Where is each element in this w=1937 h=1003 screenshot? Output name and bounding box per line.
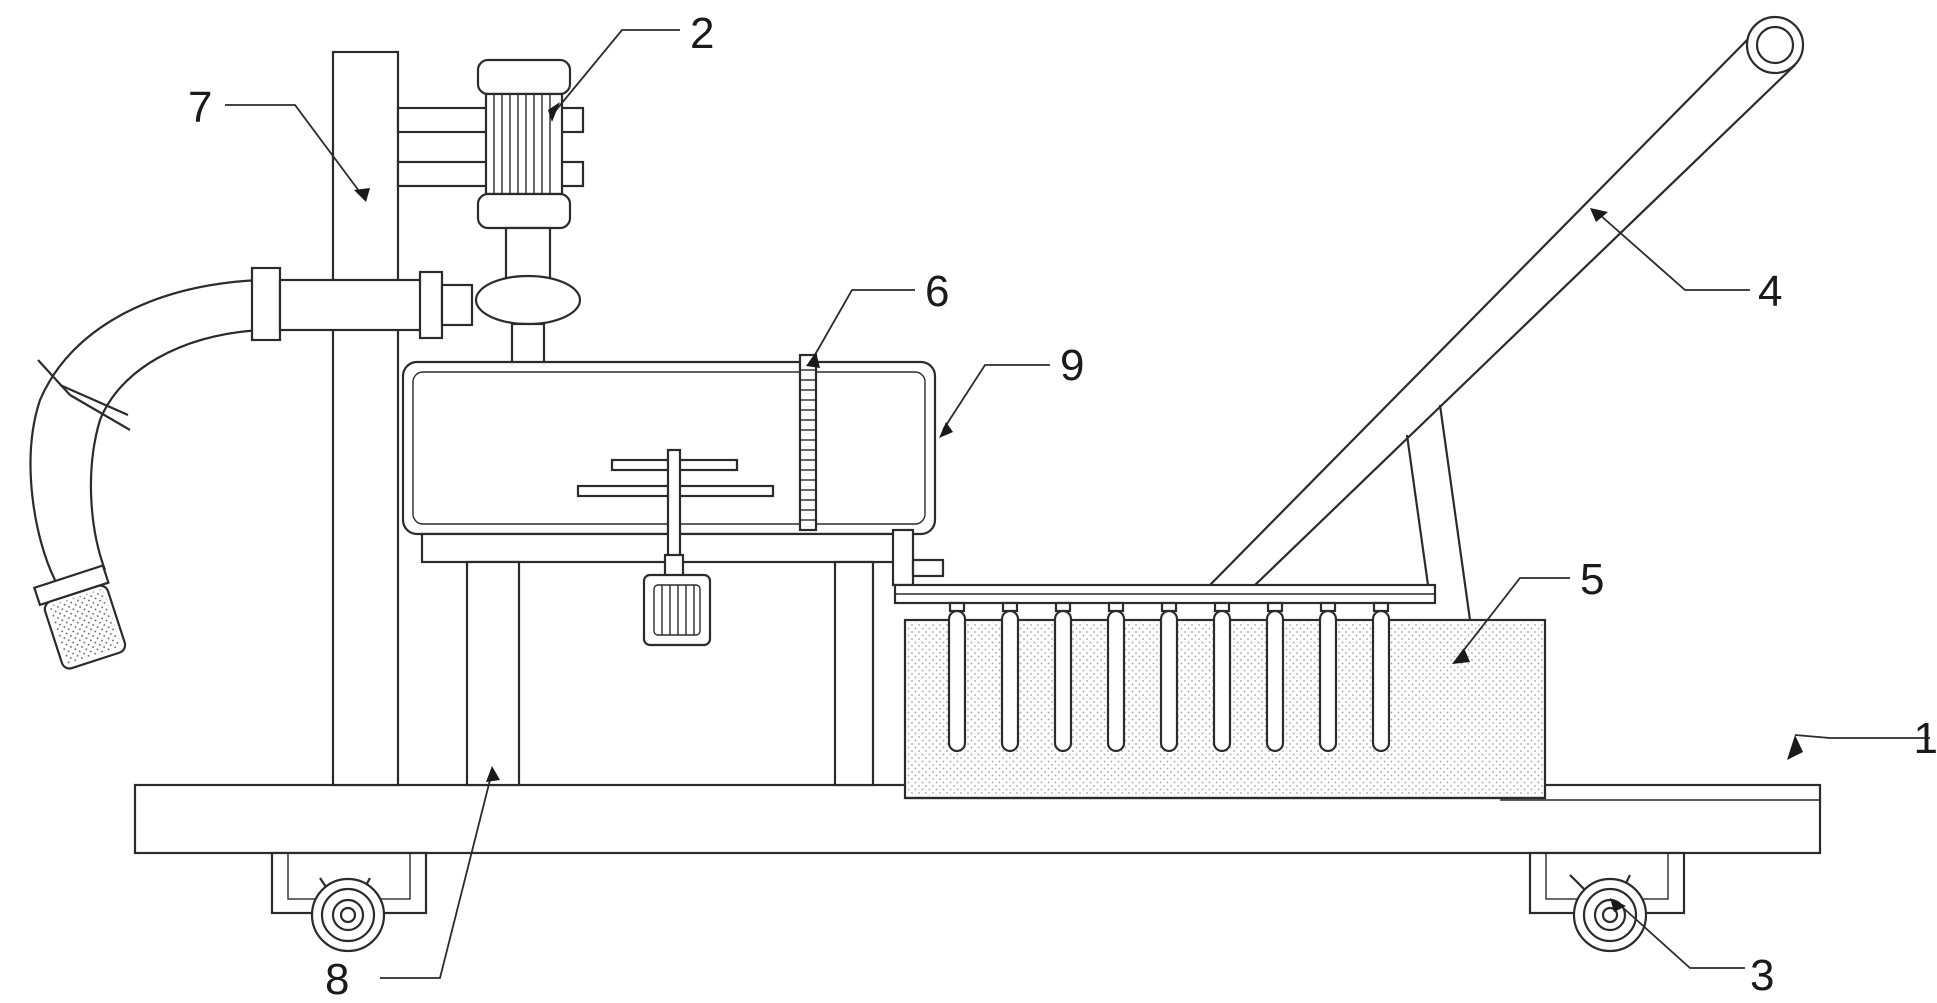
leader-lines [225, 29, 1930, 979]
label-base-plate: 1 [1914, 714, 1937, 763]
push-handle [1209, 15, 1805, 621]
level-gauge [798, 353, 818, 532]
label-level-gauge: 6 [925, 267, 949, 316]
suction-hose [29, 266, 474, 670]
label-pump-motor: 2 [690, 9, 714, 58]
label-arrows [354, 102, 1803, 912]
caster-right [1528, 851, 1686, 953]
upright-column [331, 50, 400, 787]
label-caster-wheel: 3 [1750, 951, 1774, 1000]
label-upright-column: 7 [188, 83, 212, 132]
caster-left [270, 851, 428, 953]
spray-bar [891, 528, 1437, 605]
support-leg [465, 560, 875, 787]
label-water-tank: 9 [1060, 341, 1084, 390]
stirrer [576, 448, 775, 647]
label-brush-box: 5 [1580, 555, 1604, 604]
label-push-handle: 4 [1758, 267, 1782, 316]
callout-labels: 1 2 3 4 5 6 7 8 9 [188, 9, 1937, 1003]
nozzles [947, 601, 1391, 753]
label-support-leg: 8 [325, 955, 349, 1003]
